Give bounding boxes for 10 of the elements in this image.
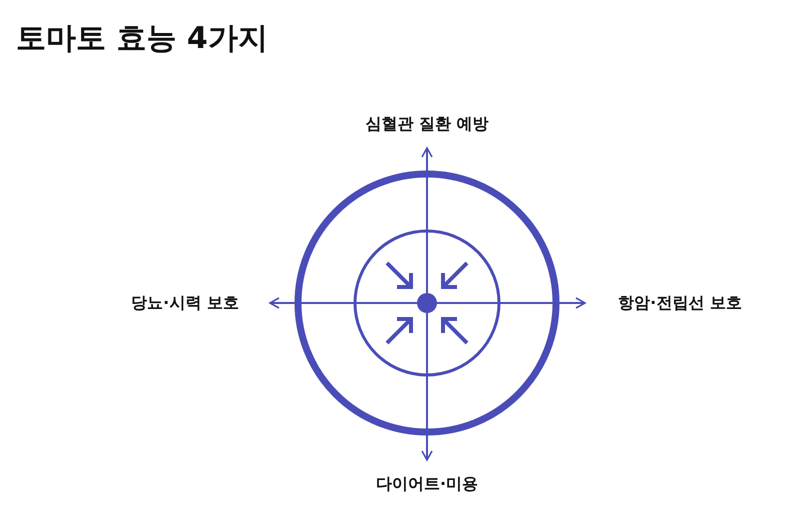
arrow	[421, 147, 433, 293]
benefit-label: 다이어트·미용	[327, 460, 527, 508]
title: 토마토 효능 4가지	[16, 20, 268, 58]
arrow	[437, 297, 586, 309]
benefit-label: 당뇨·시력 보호	[100, 288, 270, 318]
center-dot	[417, 293, 437, 313]
arrow	[421, 313, 433, 461]
benefit-label: 항암·전립선 보호	[585, 288, 775, 318]
arrow	[269, 297, 417, 309]
benefit-label: 심혈관 질환 예방	[327, 100, 527, 148]
